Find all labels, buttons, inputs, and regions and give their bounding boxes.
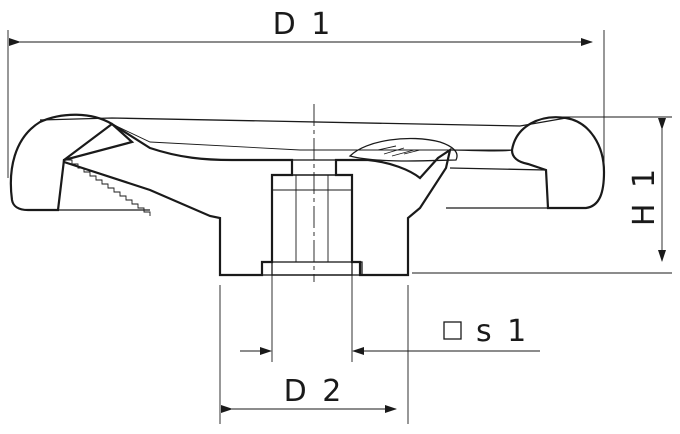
rim-underside-left: [57, 159, 65, 211]
dimension-d2: D 2: [219, 285, 409, 424]
rim-top-edge: [39, 117, 567, 127]
dimension-d1: D 1: [7, 7, 605, 178]
right-rim-section: [510, 116, 606, 210]
right-hub-section: [334, 147, 452, 277]
s1-label: s 1: [476, 314, 529, 349]
hub-and-spoke-section: [62, 122, 294, 277]
rim-inner-line: [111, 123, 512, 151]
dimension-s1: s 1: [240, 275, 540, 362]
d2-label: D 2: [284, 374, 345, 409]
h1-label: H 1: [627, 166, 662, 226]
bore-counterbore: [261, 261, 363, 276]
grip-serration: [66, 159, 151, 216]
left-rim-section: [9, 113, 135, 212]
right-spoke-edge: [449, 149, 547, 171]
handwheel-section: [9, 104, 606, 282]
d1-label: D 1: [273, 7, 334, 42]
logo-hatch: [377, 145, 421, 157]
dimension-h1: H 1: [412, 116, 672, 274]
logo-emboss: [348, 137, 458, 162]
square-symbol-icon: [443, 321, 462, 340]
